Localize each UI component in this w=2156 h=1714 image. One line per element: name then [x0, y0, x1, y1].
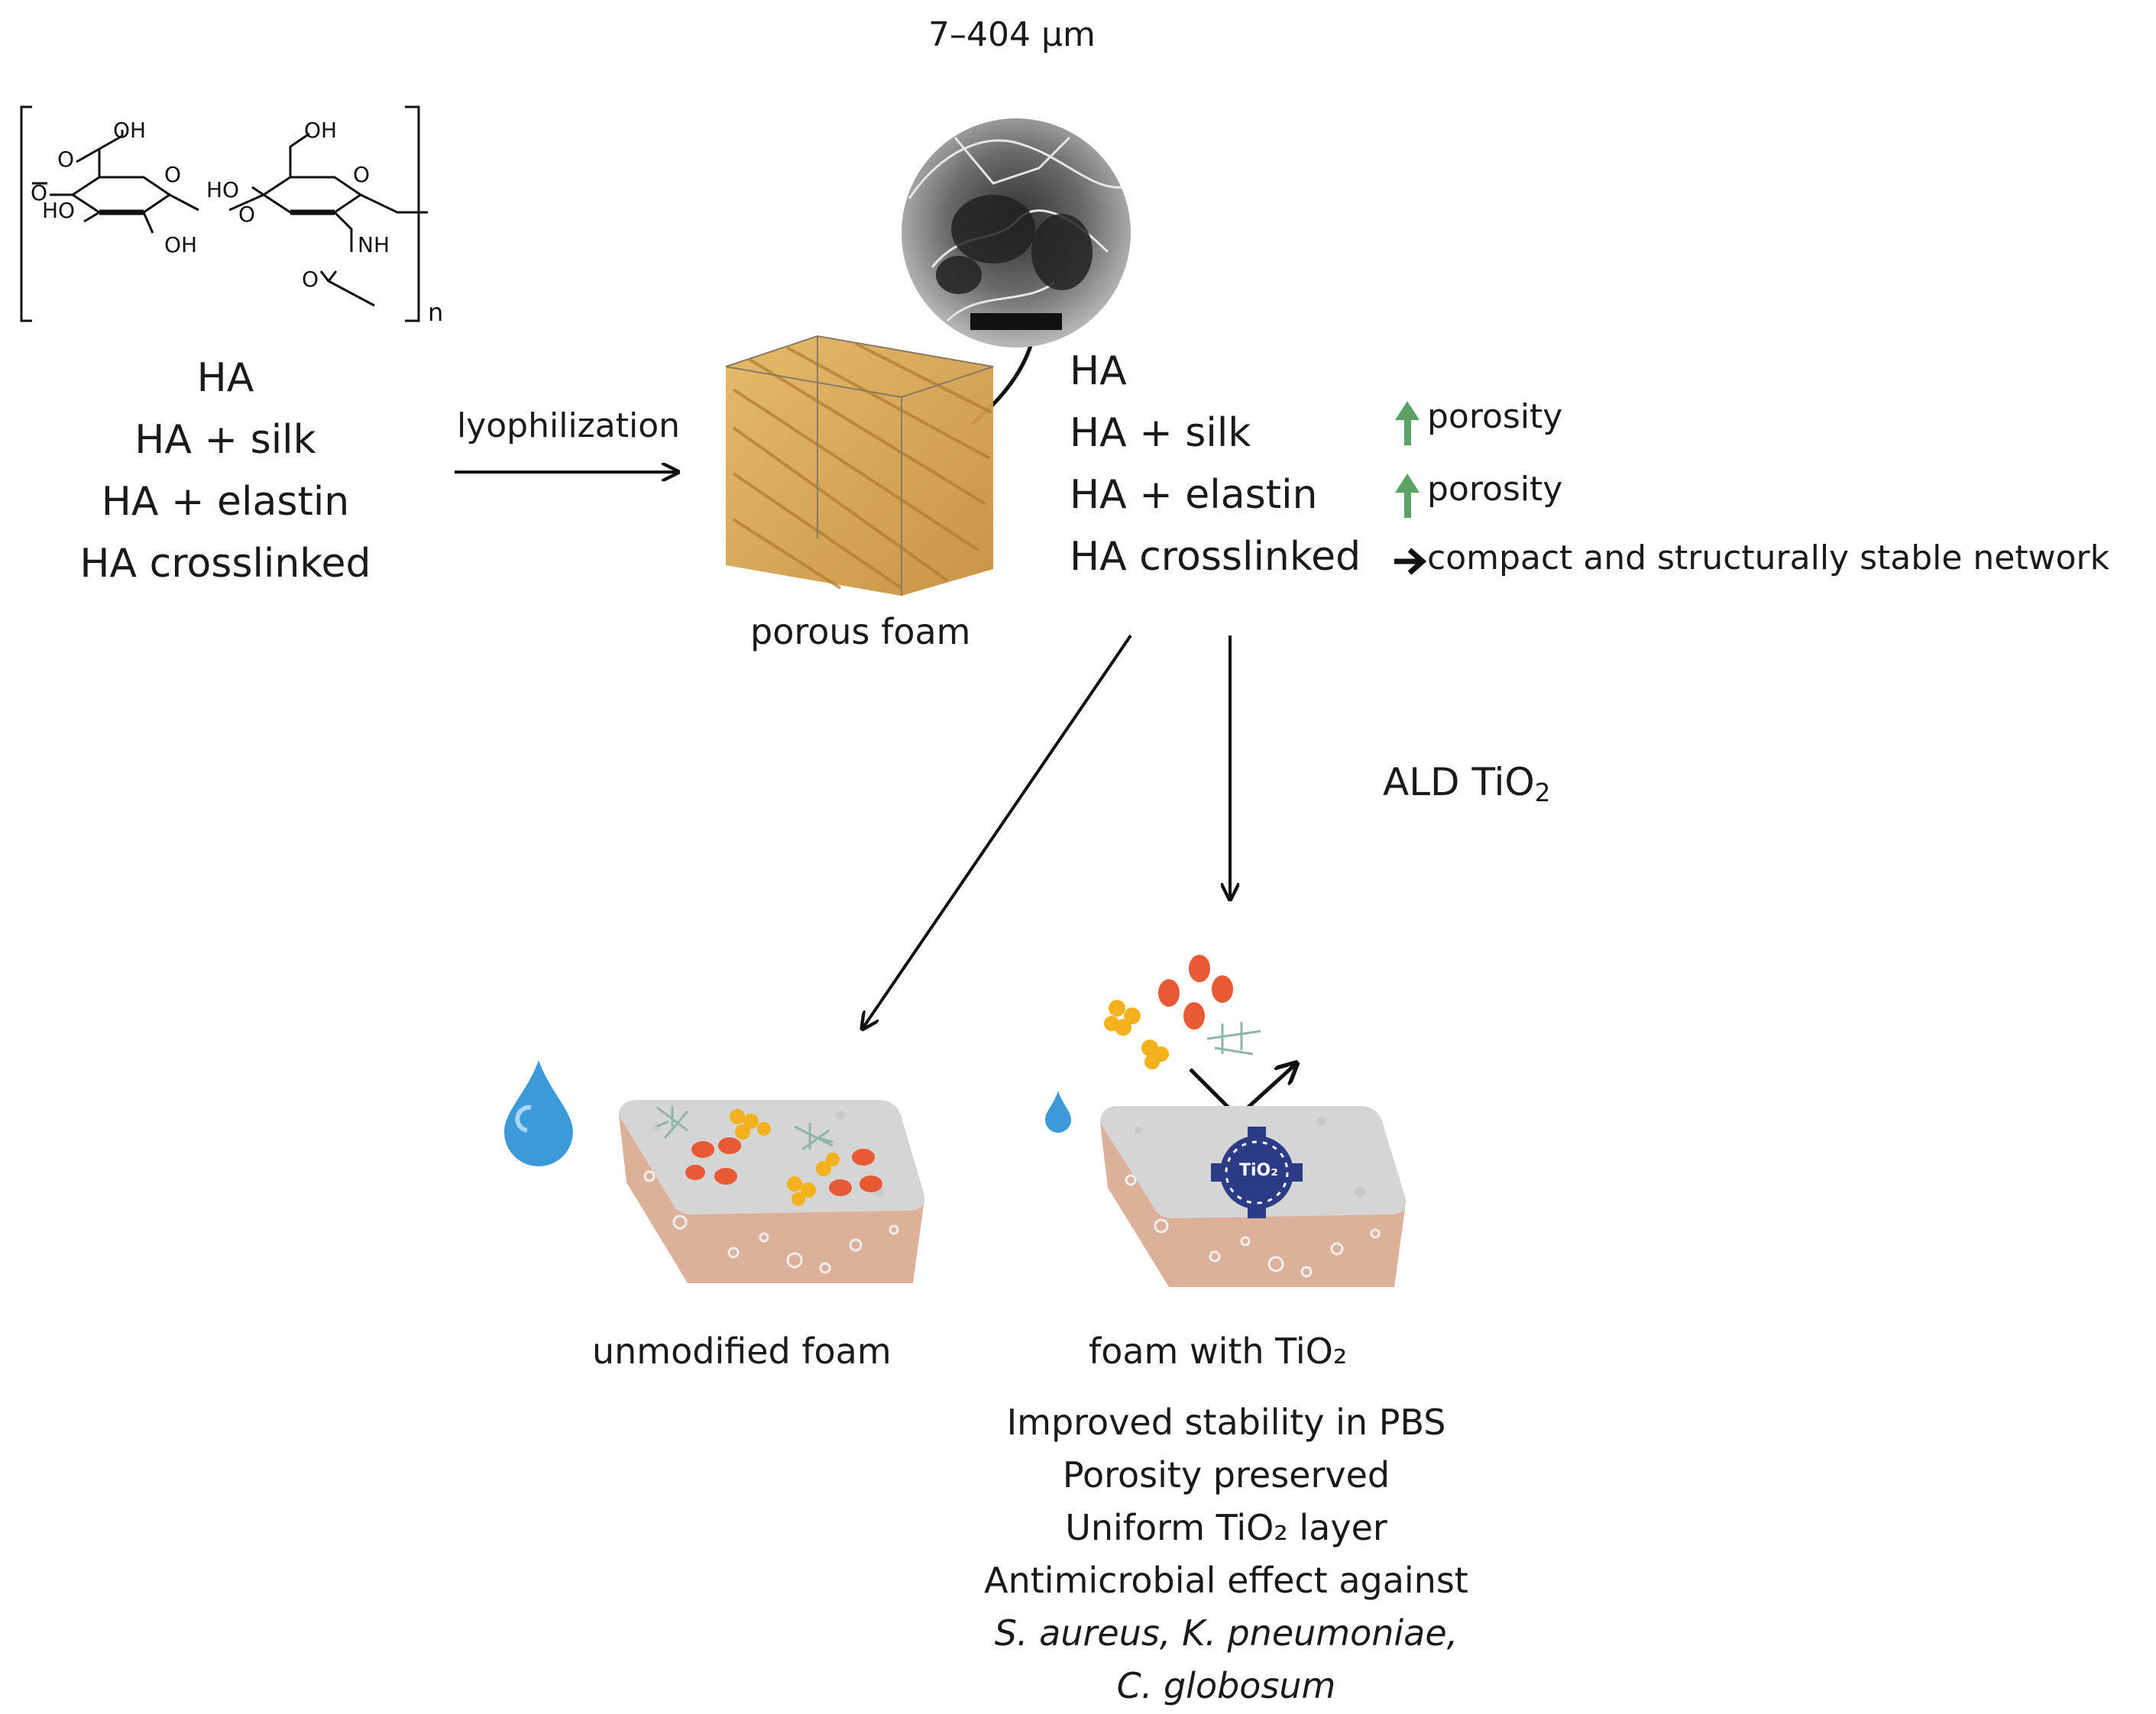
- atom-o: O: [31, 180, 47, 205]
- bacterium-icon: [859, 1176, 882, 1192]
- bacterium-icon: [1158, 979, 1180, 1007]
- tio2-badge-icon: [1211, 1127, 1303, 1218]
- microbes-colonizing: [656, 1106, 882, 1206]
- atom-oh: OH: [113, 118, 146, 143]
- porosity-up-arrow-2: [1395, 474, 1420, 518]
- hyaluronic-acid-structure: [20, 105, 428, 322]
- outcome: Uniform TiO₂ layer: [1065, 1507, 1387, 1548]
- bacterium-icon: [685, 1165, 705, 1180]
- bacterium-icon: [1189, 955, 1210, 982]
- porosity-up-arrow-1: [1395, 401, 1420, 445]
- repelled-microbes: [1104, 955, 1261, 1069]
- ald-subscript: 2: [1534, 778, 1551, 808]
- water-drop-highlight: [515, 1104, 532, 1133]
- bacterium-icon: [829, 1179, 852, 1196]
- ald-prefix: ALD TiO: [1383, 760, 1535, 804]
- variant: HA + elastin: [1070, 472, 1318, 518]
- variant: HA: [1070, 348, 1127, 394]
- outcome: Porosity preserved: [1062, 1454, 1390, 1496]
- repeat-n: n: [428, 298, 443, 327]
- atom-o: O: [164, 162, 181, 187]
- bacterium-icon: [718, 1137, 741, 1154]
- unmodified-foam-block: [619, 1100, 925, 1283]
- water-drop-icon: [504, 1060, 573, 1166]
- starting-material: HA + silk: [134, 417, 316, 463]
- atom-ho: HO: [206, 177, 239, 202]
- hyaluronic-acid-atoms: OH O O HO OH O O HO OH O NH O n: [31, 118, 443, 327]
- atom-ho: HO: [42, 198, 75, 223]
- atom-oh: OH: [164, 232, 197, 257]
- outcome: Antimicrobial effect against: [984, 1560, 1468, 1601]
- starting-material: HA + elastin: [101, 479, 350, 525]
- unmodified-foam-label: unmodified foam: [592, 1331, 892, 1372]
- tio2-foam-block: [1100, 1106, 1407, 1287]
- atom-o: O: [353, 162, 370, 187]
- small-water-drop-icon: [1045, 1091, 1071, 1133]
- porous-foam-label: porous foam: [750, 611, 971, 652]
- starting-material: HA: [196, 355, 254, 401]
- bacterium-icon: [852, 1149, 875, 1166]
- variant: HA + silk: [1070, 410, 1251, 456]
- bacterium-icon: [714, 1168, 737, 1185]
- variants-list: HA HA + silk HA + elastin HA crosslinked: [1070, 341, 1361, 588]
- right-arrow-icon: [1394, 548, 1427, 575]
- atom-o: O: [238, 202, 255, 227]
- outcome: Improved stability in PBS: [1006, 1402, 1446, 1443]
- scale-label: 7–404 µm: [928, 15, 1096, 54]
- variant: HA crosslinked: [1070, 534, 1361, 580]
- starting-material: HA crosslinked: [79, 541, 371, 587]
- tio2-badge-label: TiO₂: [1239, 1161, 1278, 1180]
- starting-materials-list: HA HA + silk HA + elastin HA crosslinked: [46, 348, 405, 595]
- atom-o: O: [302, 267, 319, 292]
- ald-tio2-label: ALD TiO2: [1383, 760, 1550, 807]
- organism-list: C. globosum: [1116, 1665, 1336, 1706]
- effect-porosity-elastin: porosity: [1427, 470, 1563, 509]
- organism-list: S. aureus, K. pneumoniae,: [994, 1612, 1458, 1654]
- atom-nh: NH: [358, 232, 390, 257]
- bacterium-icon: [1212, 975, 1233, 1003]
- atom-o: O: [57, 147, 74, 172]
- foam-scan-cube: [725, 335, 994, 596]
- outcomes-list: Improved stability in PBS Porosity prese…: [917, 1396, 1536, 1712]
- effect-porosity-silk: porosity: [1427, 397, 1563, 436]
- to-unmodified-arrow: [863, 634, 1132, 1027]
- sem-micrograph: [902, 118, 1131, 348]
- bacterium-icon: [691, 1141, 714, 1158]
- effect-crosslinked: compact and structurally stable network: [1427, 538, 2110, 577]
- tio2-foam-label: foam with TiO₂: [1089, 1331, 1348, 1372]
- bacterium-icon: [1183, 1002, 1205, 1030]
- atom-oh: OH: [304, 118, 337, 143]
- lyophilization-label: lyophilization: [457, 406, 681, 445]
